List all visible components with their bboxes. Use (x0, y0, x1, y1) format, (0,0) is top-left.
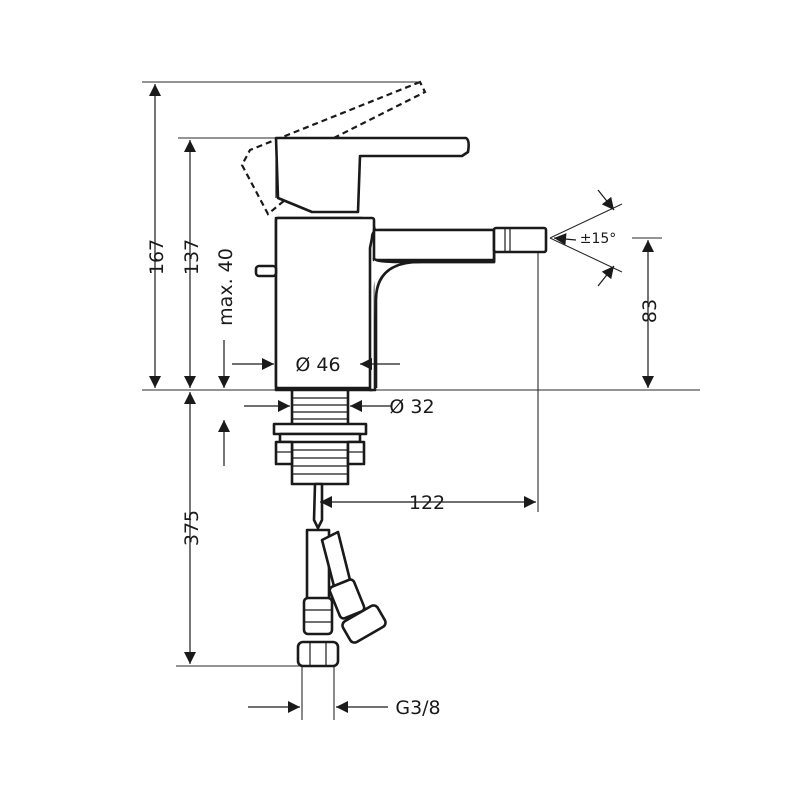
faucet (254, 136, 548, 392)
label-connection-thread: G3/8 (395, 697, 440, 719)
label-max-thickness: max. 40 (215, 248, 237, 326)
pull-rod-knob (254, 264, 278, 278)
spout-curve (372, 257, 422, 388)
label-projection: 122 (409, 492, 445, 514)
label-lever-height: 137 (181, 239, 203, 275)
mounting-hardware (272, 388, 368, 486)
spout-arm (372, 228, 496, 262)
lever-raised-outline (240, 80, 427, 216)
label-total-height: 167 (146, 239, 168, 275)
label-body-diameter: Ø 46 (295, 354, 340, 376)
label-spray-angle: ±15° (580, 231, 617, 247)
dimension-lines (149, 84, 654, 713)
label-nozzle-height: 83 (639, 299, 661, 323)
spray-nozzle (492, 226, 548, 254)
label-hose-length: 375 (181, 510, 203, 546)
supply-hoses (296, 482, 387, 668)
dimension-labels: 167 137 max. 40 375 83 Ø 46 Ø 32 122 G3/… (146, 231, 661, 719)
label-shank-diameter: Ø 32 (389, 396, 434, 418)
lever (274, 136, 470, 214)
